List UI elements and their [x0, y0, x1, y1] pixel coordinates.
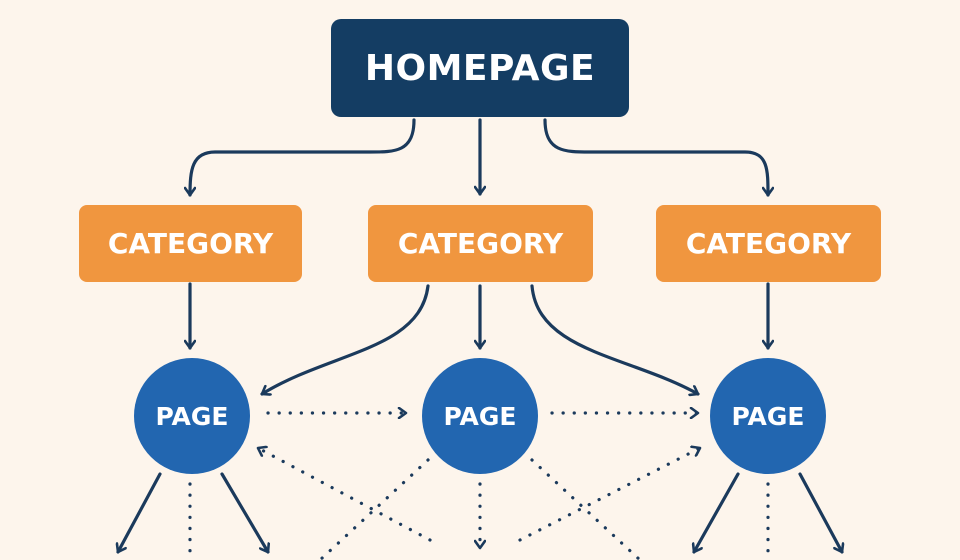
edge-dotted-to-page-3: [518, 448, 702, 542]
edge-category-2-page-3: [530, 284, 700, 394]
edge-page-3-child-right: [798, 472, 842, 554]
edge-category-2-page-1: [260, 284, 430, 394]
homepage-label: HOMEPAGE: [364, 47, 596, 89]
category-label: CATEGORY: [397, 227, 564, 260]
page-label: PAGE: [443, 401, 517, 431]
page-node-3: PAGE: [710, 358, 826, 474]
page-node-1: PAGE: [134, 358, 250, 474]
category-node-1: CATEGORY: [79, 205, 302, 282]
edge-page-1-child-right: [220, 472, 268, 554]
page-label: PAGE: [155, 401, 229, 431]
edge-dotted-cross-right: [530, 458, 642, 560]
edge-homepage-category-3: [543, 118, 768, 197]
category-node-3: CATEGORY: [656, 205, 881, 282]
edge-dotted-cross-left: [318, 458, 430, 560]
edge-dotted-to-page-1: [256, 448, 432, 542]
edge-page-3-child-left: [694, 472, 740, 554]
edge-homepage-category-1: [190, 118, 416, 197]
page-label: PAGE: [731, 401, 805, 431]
homepage-node: HOMEPAGE: [331, 19, 629, 117]
page-node-2: PAGE: [422, 358, 538, 474]
category-label: CATEGORY: [107, 227, 274, 260]
edge-page-1-child-left: [118, 472, 162, 554]
category-node-2: CATEGORY: [368, 205, 593, 282]
category-label: CATEGORY: [685, 227, 852, 260]
